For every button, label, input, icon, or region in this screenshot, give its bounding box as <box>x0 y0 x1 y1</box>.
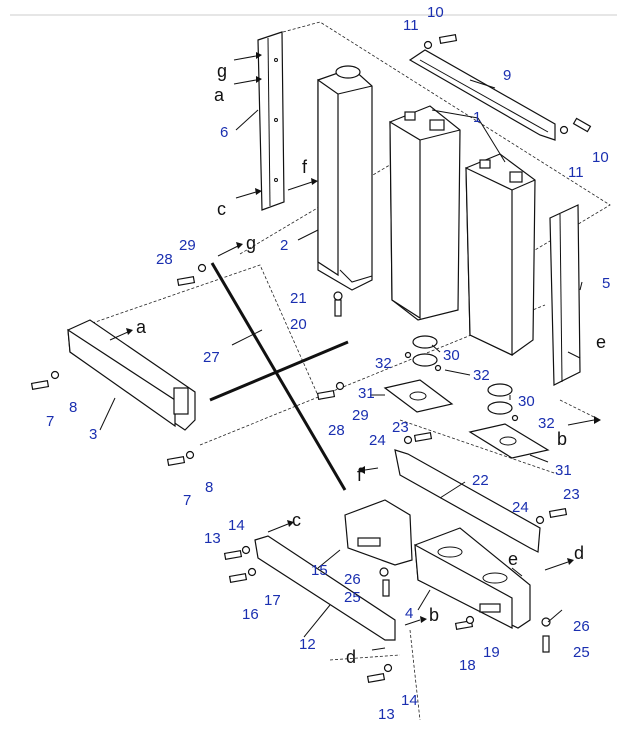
callout-32-a: 32 <box>375 355 392 372</box>
direction-arrows <box>109 52 601 651</box>
callout-10-top: 10 <box>427 4 444 21</box>
callout-31-b: 31 <box>555 462 572 479</box>
callout-32-c: 32 <box>538 415 555 432</box>
callout-30-a: 30 <box>443 347 460 364</box>
callout-32-b: 32 <box>473 367 490 384</box>
callout-24-upper: 24 <box>369 432 386 449</box>
part-30-rings <box>412 335 513 415</box>
callout-13-upper: 13 <box>204 530 221 547</box>
callout-18: 18 <box>459 657 476 674</box>
callout-15: 15 <box>311 562 328 579</box>
callout-3: 3 <box>89 426 98 443</box>
callout-25-right: 25 <box>573 644 590 661</box>
callout-14-lower: 14 <box>401 692 418 709</box>
callout-13-lower: 13 <box>378 706 395 723</box>
part-22-brace <box>394 449 541 553</box>
callout-25-left: 25 <box>344 589 361 606</box>
callout-26-left: 26 <box>344 571 361 588</box>
callout-12: 12 <box>299 636 316 653</box>
ref-letter-g-lower: g <box>246 233 257 253</box>
callout-10-right: 10 <box>592 149 609 166</box>
callout-7-lower: 7 <box>183 492 192 509</box>
ref-letter-b-lower: b <box>429 605 440 625</box>
callout-27: 27 <box>203 349 220 366</box>
part-6-side-bracket <box>257 31 285 211</box>
ref-letter-d-right: d <box>574 543 585 563</box>
part-31-plates <box>383 379 550 459</box>
callout-1: 1 <box>473 109 482 126</box>
ref-letter-e-lower: e <box>508 549 519 569</box>
callout-28-lower: 28 <box>328 422 345 439</box>
callout-28-upper: 28 <box>156 251 173 268</box>
callout-29-upper: 29 <box>179 237 196 254</box>
callout-26-right: 26 <box>573 618 590 635</box>
callout-22: 22 <box>472 472 489 489</box>
callout-4: 4 <box>405 605 414 622</box>
ref-letter-f-upper: f <box>302 157 308 177</box>
callout-31-a: 31 <box>358 385 375 402</box>
callout-19: 19 <box>483 644 500 661</box>
callout-24-lower: 24 <box>512 499 529 516</box>
ref-letter-g-upper: g <box>217 61 228 81</box>
part-9-top-brace <box>408 49 556 141</box>
callout-30-b: 30 <box>518 393 535 410</box>
callout-14-upper: 14 <box>228 517 245 534</box>
part-4-base <box>414 527 531 629</box>
ref-letter-a-lower: a <box>136 317 147 337</box>
callout-29-lower: 29 <box>352 407 369 424</box>
callout-8-lower: 8 <box>205 479 214 496</box>
callout-2: 2 <box>280 237 289 254</box>
callout-16: 16 <box>242 606 259 623</box>
ref-letter-c-lower: c <box>292 510 301 530</box>
part-27-tie-rods <box>209 262 349 491</box>
callout-8-upper: 8 <box>69 399 78 416</box>
callout-17: 17 <box>264 592 281 609</box>
callout-20: 20 <box>290 316 307 333</box>
bolts <box>30 33 592 684</box>
part-1-radiator-a <box>389 105 461 321</box>
washers <box>50 40 569 673</box>
ref-letter-b-right: b <box>557 429 568 449</box>
part-2-radiator <box>317 65 373 291</box>
callout-5: 5 <box>602 275 611 292</box>
callout-21: 21 <box>290 290 307 307</box>
part-1-radiator-b <box>465 153 536 356</box>
callout-23-lower: 23 <box>563 486 580 503</box>
callout-11-top: 11 <box>403 17 419 34</box>
part-5-side-bracket <box>549 204 581 386</box>
ref-letter-d-lower: d <box>346 647 357 667</box>
callout-7-upper: 7 <box>46 413 55 430</box>
ref-letter-c-upper: c <box>217 199 226 219</box>
ref-letter-a-upper: a <box>214 85 225 105</box>
part-3-lower-bracket <box>67 319 196 431</box>
callout-11-right: 11 <box>568 164 584 181</box>
callout-6: 6 <box>220 124 229 141</box>
callout-9: 9 <box>503 67 512 84</box>
leader-lines <box>99 79 583 638</box>
callout-23-upper: 23 <box>392 419 409 436</box>
part-12-bottom-rail <box>254 535 396 641</box>
ref-letter-e-right: e <box>596 332 607 352</box>
ref-letter-f-lower: f <box>357 465 363 485</box>
part-15-cover <box>344 499 413 566</box>
